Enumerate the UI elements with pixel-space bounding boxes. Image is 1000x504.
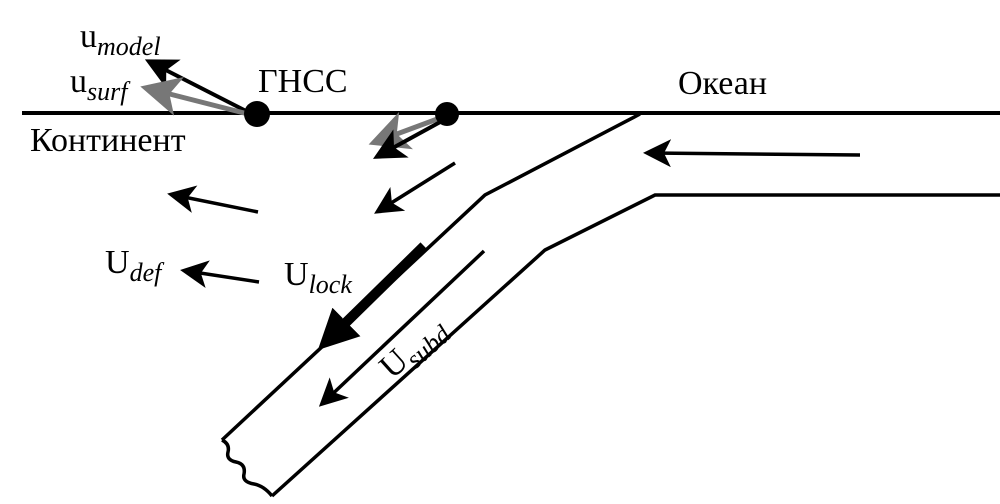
u-subd-arrow	[318, 249, 486, 407]
u-model-arrow	[144, 59, 249, 114]
gnss-station-2	[435, 102, 459, 126]
slab-top-boundary	[220, 112, 641, 442]
continent-arrow-2	[167, 185, 259, 214]
u-lock-label: Ulock	[284, 256, 352, 299]
u-model-label: umodel	[80, 18, 161, 61]
u-def-label: Udef	[105, 244, 165, 287]
gnss-station-1	[244, 101, 270, 127]
station2-model-arrow	[372, 119, 443, 159]
u-def-arrow	[180, 260, 260, 289]
gnss-label: ГНСС	[258, 63, 348, 100]
u-surf-label: usurf	[70, 63, 131, 106]
u-surf-arrow	[140, 77, 249, 117]
slab-bottom-boundary	[270, 193, 1000, 498]
u-subd-label: Usubd	[373, 308, 457, 390]
continent-arrow-1	[374, 161, 456, 214]
ocean-plate-arrow	[643, 139, 861, 168]
u-lock-arrow	[317, 242, 428, 350]
ocean-label: Океан	[678, 65, 767, 102]
slab-broken-end	[221, 438, 274, 498]
continent-label: Континент	[30, 122, 186, 159]
